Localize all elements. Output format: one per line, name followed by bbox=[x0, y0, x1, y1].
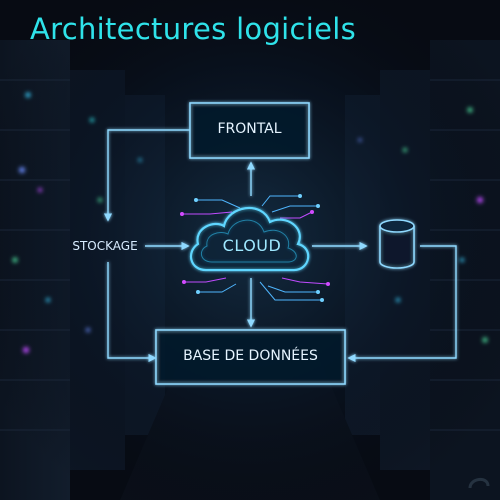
database-cylinder-icon bbox=[379, 219, 415, 269]
storage-label: STOCKAGE bbox=[72, 239, 138, 253]
cloud-icon bbox=[189, 206, 310, 272]
cloud-label: CLOUD bbox=[222, 236, 282, 255]
page-title: Architectures logiciels bbox=[30, 12, 357, 46]
frontal-label: FRONTAL bbox=[217, 121, 282, 137]
connector-cylinder-database bbox=[347, 245, 457, 363]
corner-logo bbox=[468, 478, 490, 489]
database-label: BASE DE DONNÉES bbox=[183, 348, 318, 364]
database-box bbox=[155, 329, 346, 385]
connectors bbox=[103, 129, 457, 363]
frontal-box bbox=[189, 102, 310, 159]
circuit-traces bbox=[180, 194, 330, 302]
connector-storage-database bbox=[107, 262, 157, 363]
connector-frontal-storage bbox=[103, 129, 190, 222]
